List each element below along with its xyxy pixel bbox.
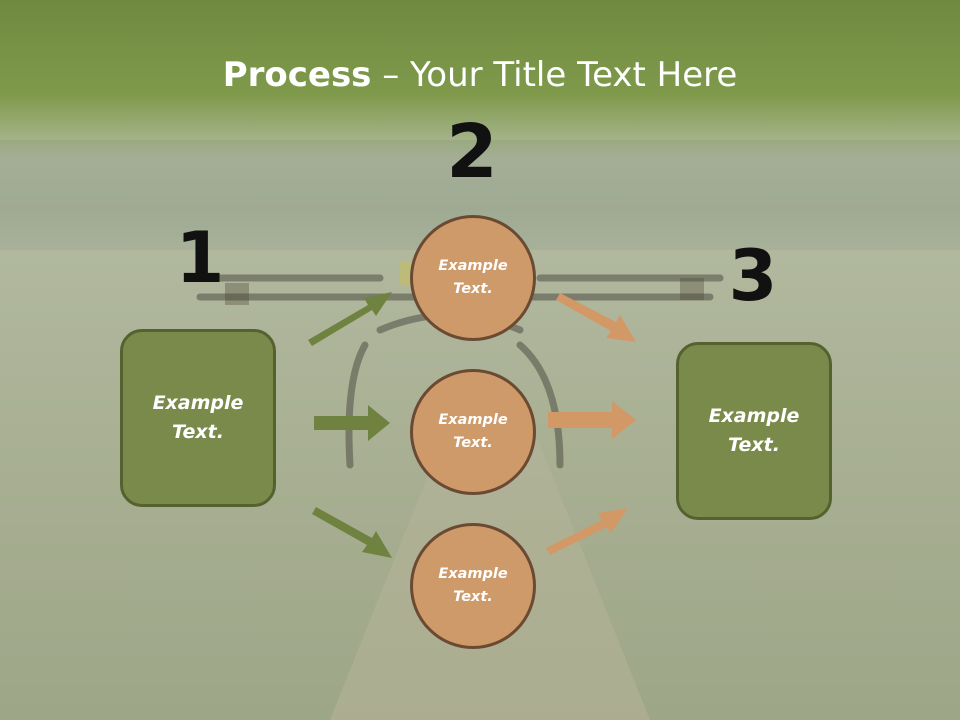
slide-title: Process – Your Title Text Here [0, 52, 960, 98]
process-circle-top-label: Example Text. [438, 258, 508, 297]
orange-arrow-up [546, 508, 628, 555]
process-circle-bottom: Example Text. [410, 523, 536, 649]
process-circle-middle-label: Example Text. [438, 412, 508, 451]
green-arrow-down [312, 507, 392, 558]
output-box: Example Text. [676, 342, 832, 520]
input-box: Example Text. [120, 329, 276, 507]
process-circle-top: Example Text. [410, 215, 536, 341]
process-circle-middle: Example Text. [410, 369, 536, 495]
step-number-2: 2 [446, 109, 498, 195]
step-number-3: 3 [728, 235, 778, 317]
orange-arrow-middle [548, 401, 636, 439]
title-rest: – Your Title Text Here [371, 55, 738, 95]
input-box-label: Example Text. [152, 392, 244, 443]
title-bold: Process [222, 55, 372, 95]
green-arrow-middle [314, 405, 390, 441]
step-number-1: 1 [175, 217, 225, 299]
process-circle-bottom-label: Example Text. [438, 566, 508, 605]
output-box-label: Example Text. [708, 405, 800, 456]
orange-arrow-down [556, 293, 636, 342]
title-banner [0, 0, 960, 160]
green-arrow-up [308, 292, 392, 346]
